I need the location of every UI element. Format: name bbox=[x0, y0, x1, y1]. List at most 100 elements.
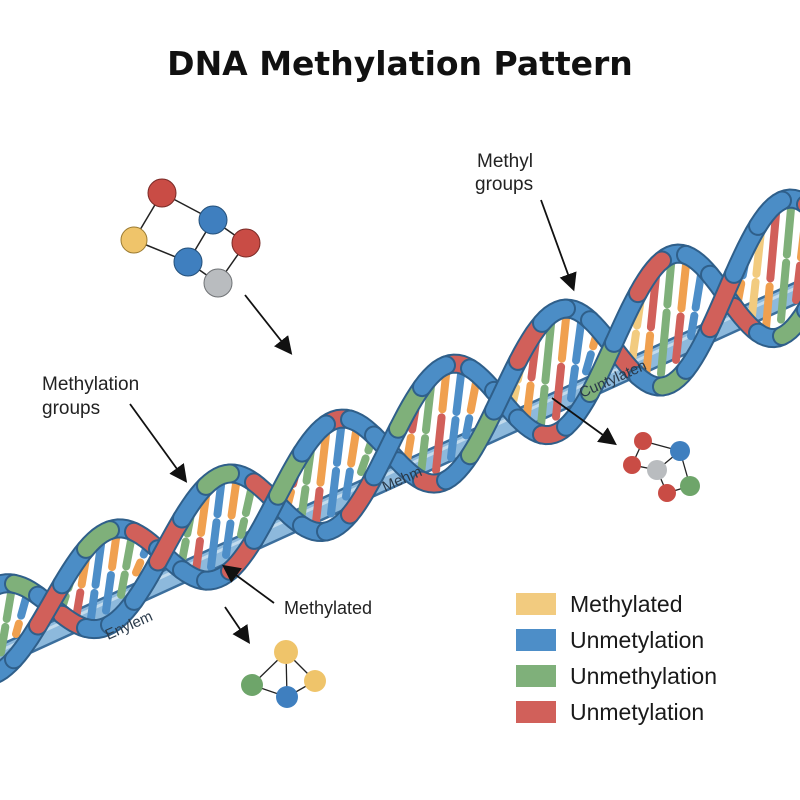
base-pair bbox=[657, 308, 671, 378]
atom-red bbox=[634, 432, 652, 450]
base-pair bbox=[421, 382, 435, 435]
atom-red bbox=[231, 228, 261, 258]
base-pair bbox=[567, 364, 579, 403]
base-pair bbox=[541, 320, 555, 385]
legend-label: Unmethylation bbox=[570, 662, 718, 689]
base-pair bbox=[642, 331, 655, 381]
atom-red bbox=[147, 178, 177, 208]
atom-red bbox=[658, 484, 676, 502]
base-pair bbox=[237, 516, 249, 539]
label-methylated: Methylated bbox=[284, 598, 372, 618]
base-pair bbox=[122, 536, 135, 571]
helix-strand-a bbox=[78, 522, 118, 557]
base-pair bbox=[347, 427, 360, 468]
atom-blue bbox=[670, 441, 690, 461]
label-methyl-groups-line1: Methyl bbox=[477, 151, 533, 172]
base-pair bbox=[572, 319, 585, 365]
helix-strand-b bbox=[414, 357, 454, 396]
base-pair bbox=[447, 415, 460, 462]
base-pair bbox=[462, 414, 474, 440]
base-pair bbox=[357, 454, 370, 476]
label-methylation-groups-line1: Methylation bbox=[42, 374, 139, 395]
molecule-right bbox=[623, 432, 700, 502]
legend-swatch-red bbox=[516, 701, 556, 723]
base-pair bbox=[312, 486, 324, 526]
helix-strand-a bbox=[750, 192, 790, 234]
atom-yellow bbox=[274, 640, 298, 664]
legend-swatch-blue bbox=[516, 629, 556, 651]
base-pair bbox=[432, 413, 446, 475]
base-pair bbox=[192, 536, 204, 575]
helix-strand-front bbox=[0, 190, 800, 684]
atom-blue bbox=[173, 247, 203, 277]
base-pair bbox=[452, 370, 465, 416]
base-pair bbox=[117, 570, 129, 599]
base-pair bbox=[691, 270, 705, 312]
label-methylation-groups-line2: groups bbox=[42, 398, 100, 419]
base-pair bbox=[342, 467, 354, 501]
base-pair bbox=[222, 519, 235, 559]
base-pair bbox=[91, 540, 105, 589]
molecule-bottom bbox=[241, 640, 326, 708]
diagram-title: DNA Methylation Pattern bbox=[167, 44, 633, 83]
base-pair bbox=[792, 261, 800, 305]
base-pair bbox=[687, 311, 699, 341]
base-pair bbox=[672, 312, 685, 364]
base-pair bbox=[762, 282, 774, 332]
label-methyl-groups-line2: groups bbox=[475, 174, 533, 195]
base-pair bbox=[197, 491, 210, 537]
atom-grey bbox=[647, 460, 667, 480]
arrow-molecule-bottom bbox=[224, 606, 251, 644]
atom-yellow bbox=[120, 226, 148, 254]
base-pair bbox=[777, 258, 791, 324]
legend-item-unmethylation-green: Unmethylation bbox=[516, 658, 717, 694]
base-pair bbox=[327, 466, 341, 518]
base-pair bbox=[0, 622, 10, 657]
base-pair bbox=[241, 486, 255, 517]
atom-green bbox=[241, 674, 263, 696]
legend-item-unmetylation-blue: Unmetylation bbox=[516, 622, 717, 658]
base-pair bbox=[87, 588, 99, 623]
base-pair bbox=[466, 378, 480, 415]
base-pair bbox=[438, 371, 450, 414]
atom-green bbox=[680, 476, 700, 496]
atom-blue bbox=[276, 686, 298, 708]
base-pair bbox=[2, 589, 15, 623]
base-pair bbox=[213, 481, 225, 519]
legend-swatch-yellow bbox=[516, 593, 556, 615]
base-pair bbox=[677, 260, 690, 313]
base-pair bbox=[646, 272, 660, 332]
atom-red bbox=[623, 456, 641, 474]
base-pair bbox=[17, 594, 30, 620]
base-pair bbox=[12, 619, 23, 639]
base-pair bbox=[227, 479, 240, 520]
base-pair bbox=[316, 430, 330, 487]
base-pair bbox=[417, 434, 430, 478]
base-pair bbox=[552, 362, 566, 421]
legend-item-unmetylation-red: Unmetylation bbox=[516, 694, 717, 730]
atom-yellow bbox=[304, 670, 326, 692]
legend-label: Methylated bbox=[570, 590, 683, 617]
base-pair bbox=[557, 314, 570, 363]
atom-blue bbox=[198, 205, 228, 235]
base-pair bbox=[132, 558, 145, 577]
arrow-methylated bbox=[222, 564, 275, 604]
base-pair bbox=[537, 384, 549, 429]
base-pair bbox=[582, 350, 595, 376]
atom-grey bbox=[203, 268, 233, 298]
arrow-molecule-right bbox=[551, 397, 617, 446]
helix-strand-a bbox=[534, 300, 574, 331]
legend-label: Unmetylation bbox=[570, 626, 705, 653]
legend-item-methylated: Methylated bbox=[516, 586, 717, 622]
molecule-top-left bbox=[120, 178, 261, 298]
base-pair bbox=[663, 261, 675, 309]
helix-strand-b bbox=[198, 465, 238, 494]
arrow-methyl-groups bbox=[540, 199, 577, 292]
helix-strand-b bbox=[774, 304, 800, 344]
base-pair bbox=[782, 204, 795, 259]
legend-swatch-green bbox=[516, 665, 556, 687]
arrow-methylation-groups bbox=[129, 403, 188, 483]
legend-label: Unmetylation bbox=[570, 698, 705, 725]
arrow-molecule-top bbox=[244, 294, 293, 355]
